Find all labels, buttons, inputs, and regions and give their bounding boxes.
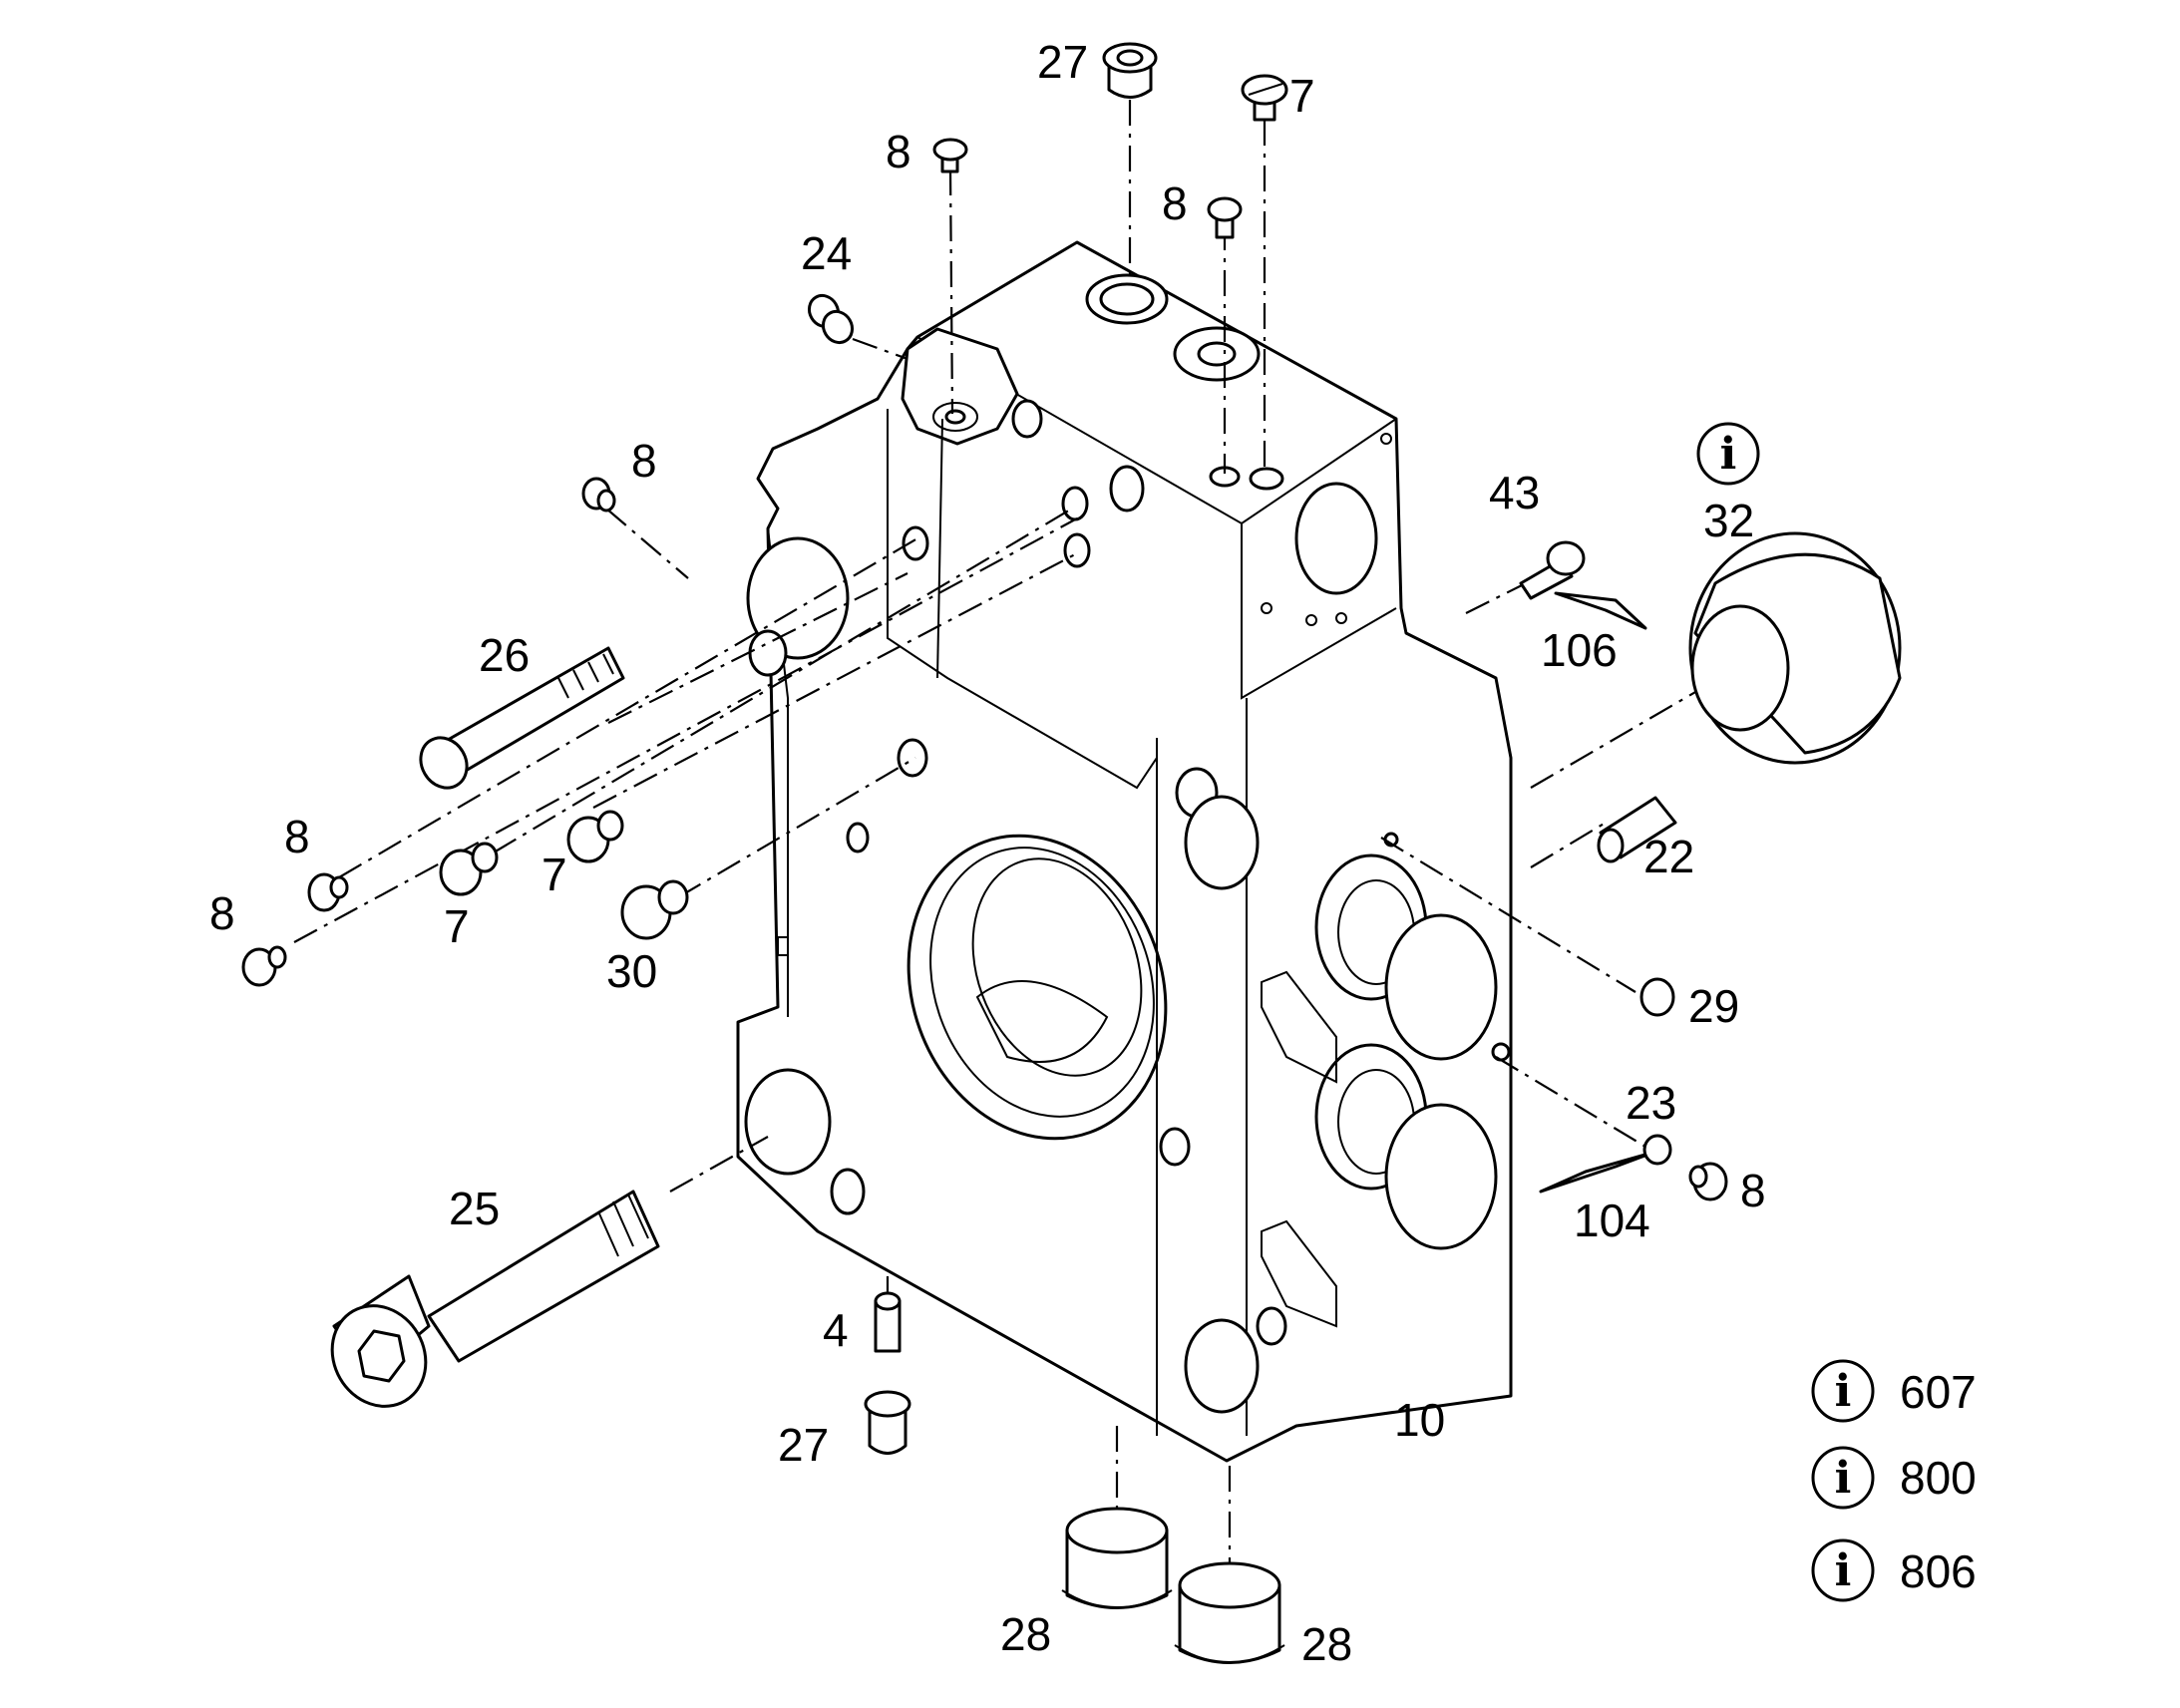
screw-7-top (1241, 74, 1288, 122)
pin-24 (807, 293, 855, 345)
info-icon-32: i (1696, 422, 1760, 486)
info-references: 607 800 806 (1900, 1366, 1977, 1597)
pin-22 (1597, 796, 1677, 863)
callout-8-b: 8 (1162, 177, 1188, 229)
callout-7-top: 7 (1289, 70, 1315, 122)
info-icon-800: i (1811, 1446, 1875, 1510)
screw-8-left (581, 477, 616, 512)
callout-24: 24 (801, 227, 852, 279)
screw-8-c (307, 872, 349, 912)
callout-23: 23 (1626, 1077, 1676, 1129)
screw-30 (620, 879, 689, 940)
info-ref-607: 607 (1900, 1366, 1977, 1418)
plug-27-bottom (864, 1390, 911, 1455)
screw-4 (874, 1291, 902, 1353)
bolt-26 (419, 646, 625, 790)
tool-104 (1539, 1134, 1672, 1194)
callout-labels: 27 7 8 8 24 8 43 32 106 26 8 7 8 7 30 22… (209, 36, 1766, 1670)
callout-8-c: 8 (284, 811, 310, 862)
info-icon-607: i (1811, 1359, 1875, 1423)
callout-8-d: 8 (209, 887, 235, 939)
screw-8-d (241, 945, 287, 987)
callout-26: 26 (479, 629, 530, 681)
callout-43: 43 (1489, 467, 1540, 518)
callout-29: 29 (1688, 980, 1739, 1032)
plug-28-left (1061, 1507, 1173, 1609)
callout-8-left: 8 (631, 435, 657, 487)
callout-10: 10 (1394, 1394, 1445, 1446)
info-glyph: i (1835, 1453, 1852, 1504)
callout-7-mid: 7 (542, 849, 567, 900)
callout-27-bottom: 27 (778, 1419, 829, 1471)
callout-8-right: 8 (1740, 1165, 1766, 1216)
screw-43 (1519, 540, 1586, 600)
callout-25: 25 (449, 1183, 500, 1234)
callout-4: 4 (823, 1304, 849, 1356)
plug-29 (1639, 977, 1675, 1017)
callout-104: 104 (1574, 1195, 1650, 1246)
screw-8-top-mid (1207, 196, 1243, 239)
info-ref-800: 800 (1900, 1452, 1977, 1504)
screw-7-mid (439, 842, 499, 896)
info-icon-806: i (1811, 1538, 1875, 1602)
callout-8-a: 8 (886, 126, 911, 177)
callout-22: 22 (1643, 831, 1694, 882)
plug-27-top (1102, 42, 1158, 99)
callout-106: 106 (1541, 624, 1618, 676)
tool-106 (1554, 591, 1647, 630)
leader-lines (293, 100, 1746, 1615)
bushing-32 (1688, 531, 1902, 765)
plug-28-right (1174, 1561, 1285, 1664)
info-glyph: i (1835, 1545, 1852, 1596)
callout-28-left: 28 (1000, 1608, 1051, 1660)
callout-32: 32 (1703, 495, 1754, 546)
screw-7-low (566, 810, 624, 863)
screw-8-top-left (932, 138, 968, 173)
info-ref-806: 806 (1900, 1545, 1977, 1597)
screw-8-right (1688, 1162, 1728, 1201)
callout-7-low: 7 (444, 900, 470, 952)
callout-30: 30 (606, 945, 657, 997)
callout-27-top: 27 (1037, 36, 1088, 88)
info-glyph: i (1835, 1366, 1852, 1417)
bolt-25 (330, 1190, 660, 1408)
info-glyph: i (1720, 429, 1737, 480)
housing-10 (736, 240, 1513, 1463)
callout-28-right: 28 (1301, 1618, 1352, 1670)
